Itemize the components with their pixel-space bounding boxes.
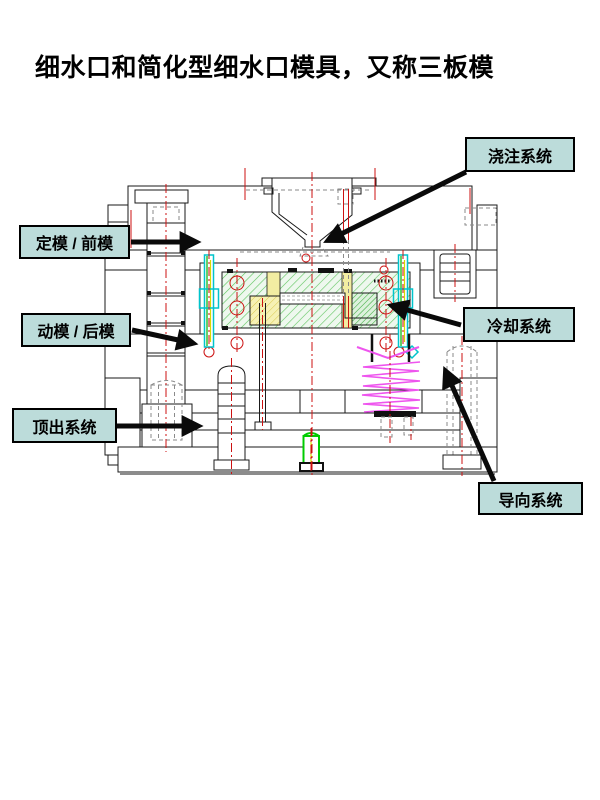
- callout-moving-mold: 动模 / 后模: [21, 313, 131, 347]
- callout-ejection-system: 顶出系统: [12, 408, 117, 443]
- cavity-core-inserts: [221, 240, 411, 330]
- callout-guiding-system: 导向系统: [478, 482, 583, 515]
- page-title: 细水口和简化型细水口模具，又称三板模: [35, 54, 495, 82]
- arrow-moving-mold: [131, 327, 199, 351]
- callout-pouring-system: 浇注系统: [465, 137, 575, 172]
- callout-cooling-system: 冷却系统: [463, 307, 575, 342]
- return-spring: [356, 334, 421, 443]
- arrow-cooling-system: [386, 299, 462, 328]
- puller-bolt-left: [134, 184, 193, 452]
- arrow-pouring-system: [323, 169, 468, 244]
- guide-bushing-right: [433, 244, 477, 302]
- callout-fixed-mold: 定模 / 前模: [19, 225, 130, 259]
- core-insert: [351, 292, 378, 326]
- callout-arrows: [117, 169, 497, 483]
- arrow-guiding-system: [442, 365, 497, 483]
